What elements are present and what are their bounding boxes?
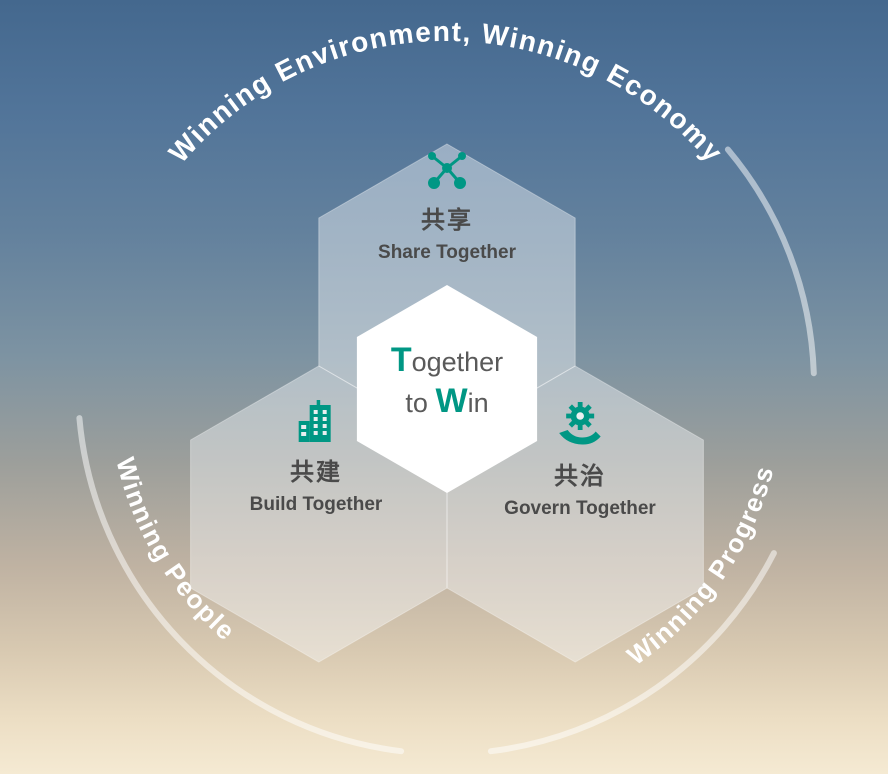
arc-stroke-bottom-left [76,415,405,755]
network-nodes-icon [428,152,466,189]
build-label-group: 共建 Build Together [249,400,383,516]
share-label-en: Share Together [378,242,516,263]
slogan-accent-t: T [390,341,412,379]
building-icon [298,400,331,442]
govern-label-zh: 共治 [553,463,606,490]
build-label-en: Build Together [249,494,383,515]
arc-stroke-bottom-right [487,550,777,755]
hexagon-center [356,285,538,493]
build-label-zh: 共建 [289,459,342,486]
slogan-pre: to [405,388,428,418]
slogan-line-1: Together [391,341,503,382]
gear-hand-icon [558,402,601,445]
slogan-rest-2: in [467,388,489,418]
slogan-accent-w: W [435,382,468,420]
govern-label-en: Govern Together [504,498,656,519]
govern-label-group: 共治 Govern Together [504,398,656,520]
share-label-zh: 共享 [421,207,473,234]
slogan-rest-1: ogether [411,347,504,377]
share-label-group: 共享 Share Together [378,146,516,264]
arc-stroke-top-right [724,146,817,377]
